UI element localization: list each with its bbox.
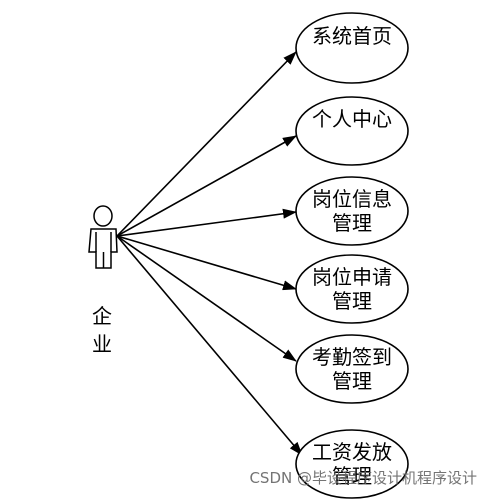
use-cases [295, 12, 409, 499]
association-arrow [116, 235, 297, 291]
use-case-label: 岗位信息管理 [312, 187, 392, 235]
use-case-ellipse [295, 334, 409, 404]
use-case-label: 考勤签到管理 [312, 345, 392, 393]
association-arrow [116, 235, 303, 456]
use-case-ellipse [295, 12, 409, 84]
associations [116, 51, 303, 456]
association-arrow [116, 235, 297, 362]
use-case-label: 系统首页 [312, 24, 392, 48]
association-arrow [116, 208, 297, 237]
use-case-ellipse [295, 429, 409, 499]
use-case-label: 个人中心 [312, 107, 392, 131]
association-arrow [116, 51, 297, 237]
use-case-label: 岗位申请管理 [312, 265, 392, 313]
use-case-ellipse [295, 176, 409, 246]
use-case-label: 工资发放管理 [312, 440, 392, 488]
actor-icon [88, 205, 118, 269]
watermark: CSDN @毕设程序设计机程序设计 [249, 469, 477, 487]
use-case-ellipse [295, 96, 409, 166]
actor-label: 企业 [92, 304, 112, 356]
association-arrow [116, 135, 297, 237]
use-case-ellipse [295, 254, 409, 324]
